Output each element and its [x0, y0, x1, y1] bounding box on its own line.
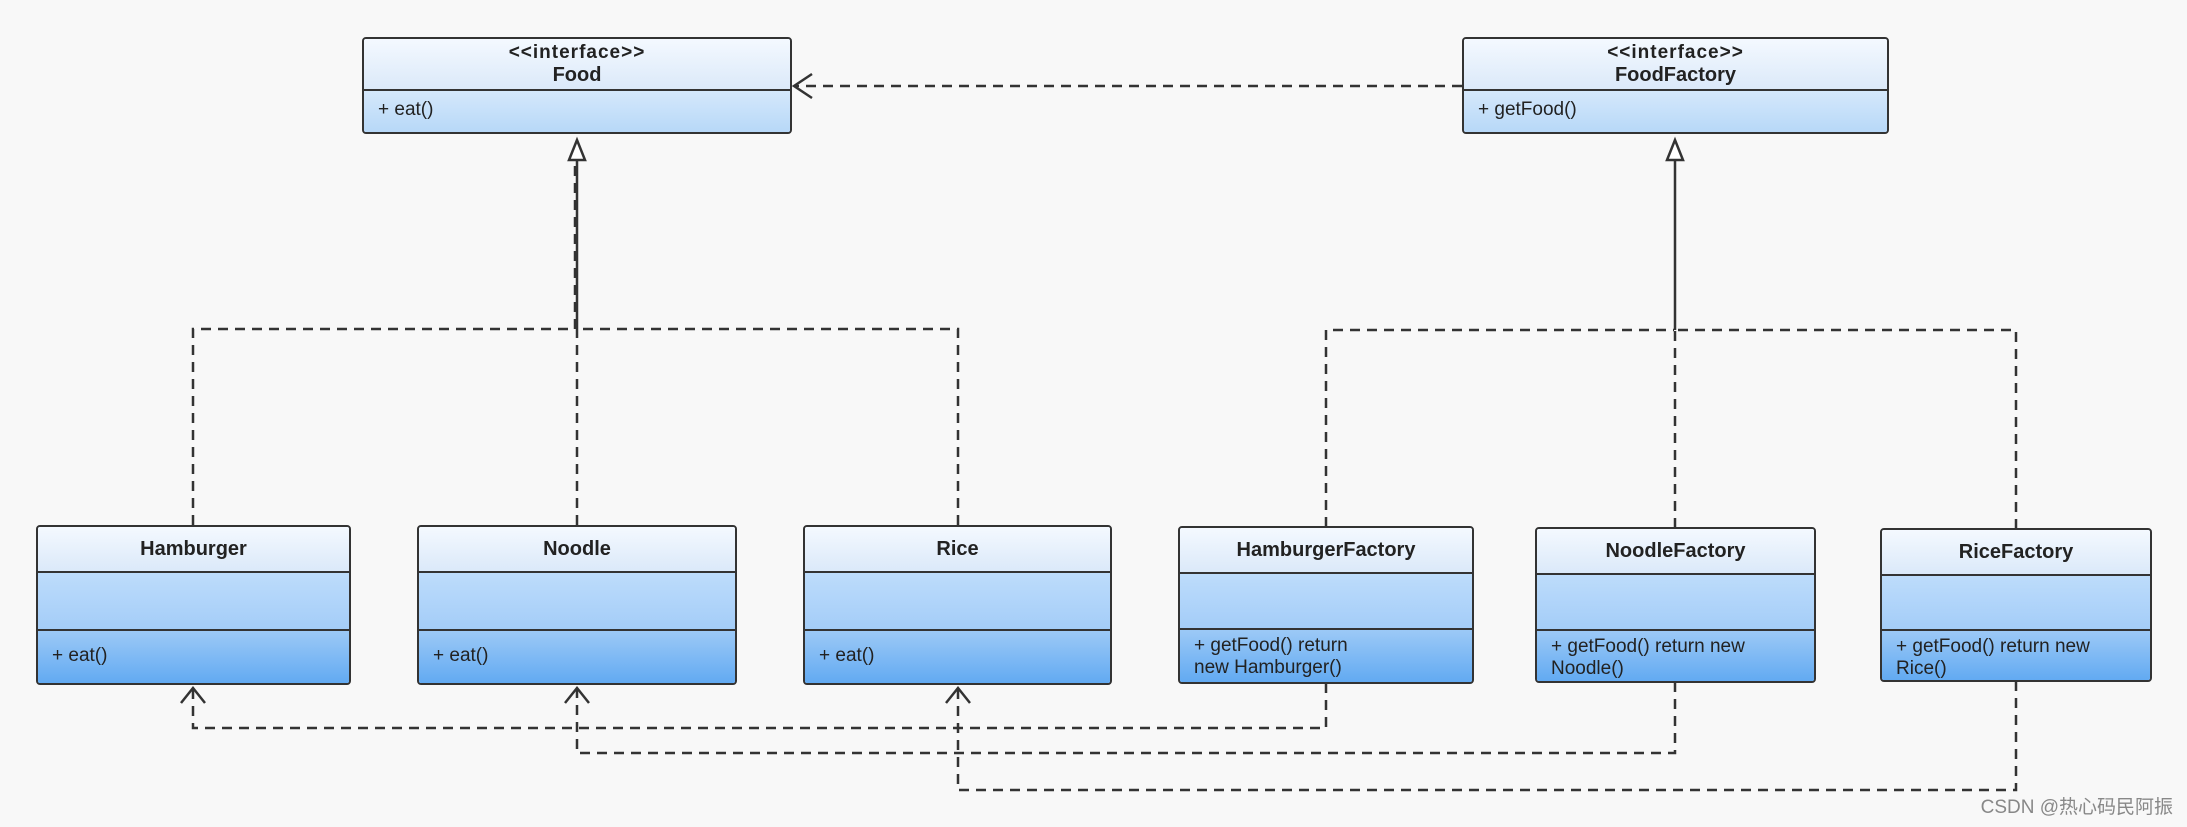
noodle-name: Noodle [543, 538, 611, 560]
rice-name: Rice [936, 538, 979, 560]
realization-hamburger-food [191, 142, 577, 525]
dependency-noodlefactory-noodle [575, 682, 1677, 755]
dependency-arrowhead-food [791, 72, 813, 100]
foodfactory-name: FoodFactory [1614, 63, 1737, 86]
generalization-arrow-foodfactory [1665, 136, 1685, 162]
dependency-hamburgerfactory-hamburger [191, 683, 1328, 730]
noodle-operations: + eat() [419, 631, 735, 683]
ricefactory-class[interactable]: RiceFactory + getFood() return new Rice(… [1880, 528, 2152, 682]
noodlefactory-attributes [1537, 575, 1814, 631]
realization-hamburgerfactory-foodfactory [1324, 328, 1674, 527]
noodlefactory-name: NoodleFactory [1605, 540, 1746, 562]
noodle-class[interactable]: Noodle + eat() [417, 525, 737, 685]
noodle-attributes [419, 573, 735, 631]
rice-class[interactable]: Rice + eat() [803, 525, 1112, 685]
foodfactory-interface[interactable]: <<interface>> FoodFactory + getFood() [1462, 37, 1889, 134]
foodfactory-stereotype: <<interface>> [1607, 41, 1744, 63]
dependency-ricefactory-rice [956, 681, 2018, 792]
food-stereotype: <<interface>> [508, 41, 646, 63]
noodlefactory-operations: + getFood() return new Noodle() [1537, 631, 1814, 681]
noodle-header: Noodle [419, 527, 735, 573]
hamburgerfactory-class[interactable]: HamburgerFactory + getFood() return new … [1178, 526, 1474, 684]
hamburgerfactory-name: HamburgerFactory [1236, 539, 1416, 561]
hamburgerfactory-attributes [1180, 574, 1472, 630]
ricefactory-operations: + getFood() return new Rice() [1882, 631, 2150, 680]
generalization-arrow-food [567, 136, 587, 162]
hamburger-operations: + eat() [38, 631, 349, 683]
hamburgerfactory-operations: + getFood() return new Hamburger() [1180, 630, 1472, 682]
rice-operations: + eat() [805, 631, 1110, 683]
noodlefactory-header: NoodleFactory [1537, 529, 1814, 575]
dependency-arrowhead-rice [945, 685, 971, 704]
foodfactory-interface-header: <<interface>> FoodFactory [1464, 39, 1887, 91]
noodlefactory-class[interactable]: NoodleFactory + getFood() return new Noo… [1535, 527, 1816, 683]
realization-ricefactory-foodfactory [1675, 328, 2018, 529]
realization-rice-food [577, 327, 960, 525]
foodfactory-operations: + getFood() [1464, 91, 1887, 132]
hamburger-name: Hamburger [140, 538, 247, 560]
food-operations: + eat() [364, 91, 790, 132]
rice-attributes [805, 573, 1110, 631]
watermark: CSDN @热心码民阿振 [1980, 797, 2173, 818]
food-interface-header: <<interface>> Food [364, 39, 790, 91]
ricefactory-header: RiceFactory [1882, 530, 2150, 576]
rice-header: Rice [805, 527, 1110, 573]
food-interface[interactable]: <<interface>> Food + eat() [362, 37, 792, 134]
hamburger-class[interactable]: Hamburger + eat() [36, 525, 351, 685]
hamburger-attributes [38, 573, 349, 631]
ricefactory-name: RiceFactory [1958, 541, 2074, 563]
dependency-arrowhead-hamburger [180, 685, 206, 704]
dependency-arrowhead-noodle [564, 685, 590, 704]
hamburger-header: Hamburger [38, 527, 349, 573]
ricefactory-attributes [1882, 576, 2150, 631]
food-name: Food [552, 63, 602, 86]
hamburgerfactory-header: HamburgerFactory [1180, 528, 1472, 574]
